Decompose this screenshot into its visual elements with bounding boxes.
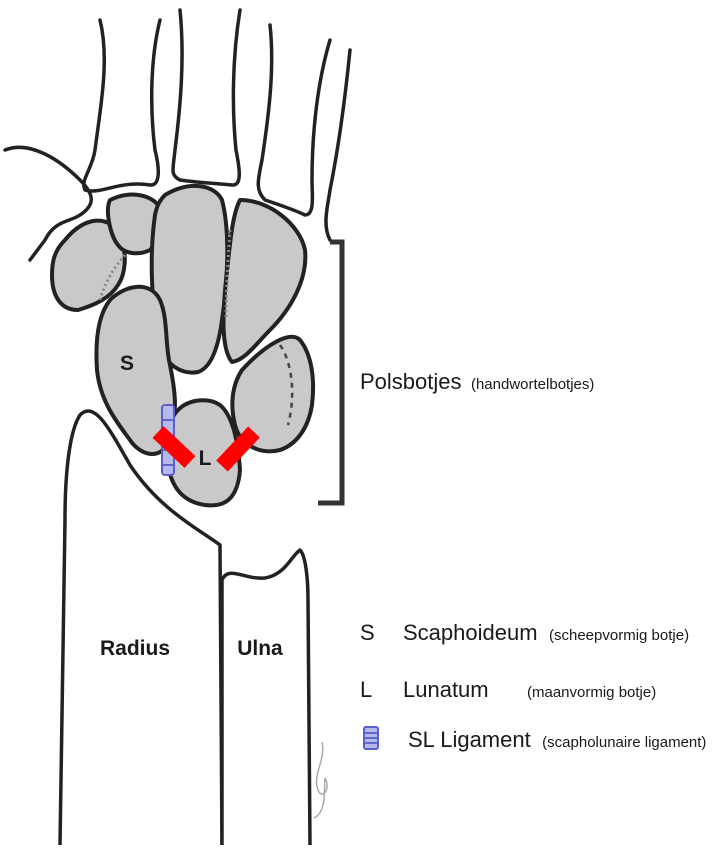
- legend-desc-scaphoid: (scheepvormig botje): [549, 627, 689, 644]
- signature-mark: [314, 742, 327, 818]
- legend-ligament-swatch: [364, 727, 378, 749]
- legend-symbol-s: S: [360, 620, 375, 645]
- metacarpal-3: [173, 10, 240, 185]
- radius-label: Radius: [100, 637, 170, 660]
- carpal-bracket: [318, 242, 342, 503]
- ulna-bone: [222, 550, 310, 845]
- ulna-label: Ulna: [237, 637, 283, 660]
- legend-symbol-l: L: [360, 677, 372, 702]
- scaphoid-label: S: [120, 352, 134, 375]
- legend: S Scaphoideum (scheepvormig botje) L Lun…: [360, 620, 706, 752]
- legend-desc-ligament: (scapholunaire ligament): [542, 734, 706, 751]
- legend-name-scaphoid: Scaphoideum: [403, 620, 538, 645]
- lunate-label: L: [199, 447, 212, 470]
- metacarpal-5: [326, 50, 350, 240]
- metacarpal-2: [84, 20, 160, 191]
- bracket-label-sub: (handwortelbotjes): [471, 376, 594, 393]
- legend-name-lunate: Lunatum: [403, 677, 489, 702]
- legend-name-ligament: SL Ligament: [408, 727, 531, 752]
- bracket-label-main: Polsbotjes: [360, 369, 462, 394]
- legend-entry-scaphoid: Scaphoideum (scheepvormig botje): [403, 620, 689, 645]
- metacarpal-4: [258, 25, 330, 215]
- bracket-label: Polsbotjes (handwortelbotjes): [360, 369, 594, 394]
- legend-desc-lunate: (maanvormig botje): [527, 684, 656, 701]
- legend-entry-ligament: SL Ligament (scapholunaire ligament): [408, 727, 706, 752]
